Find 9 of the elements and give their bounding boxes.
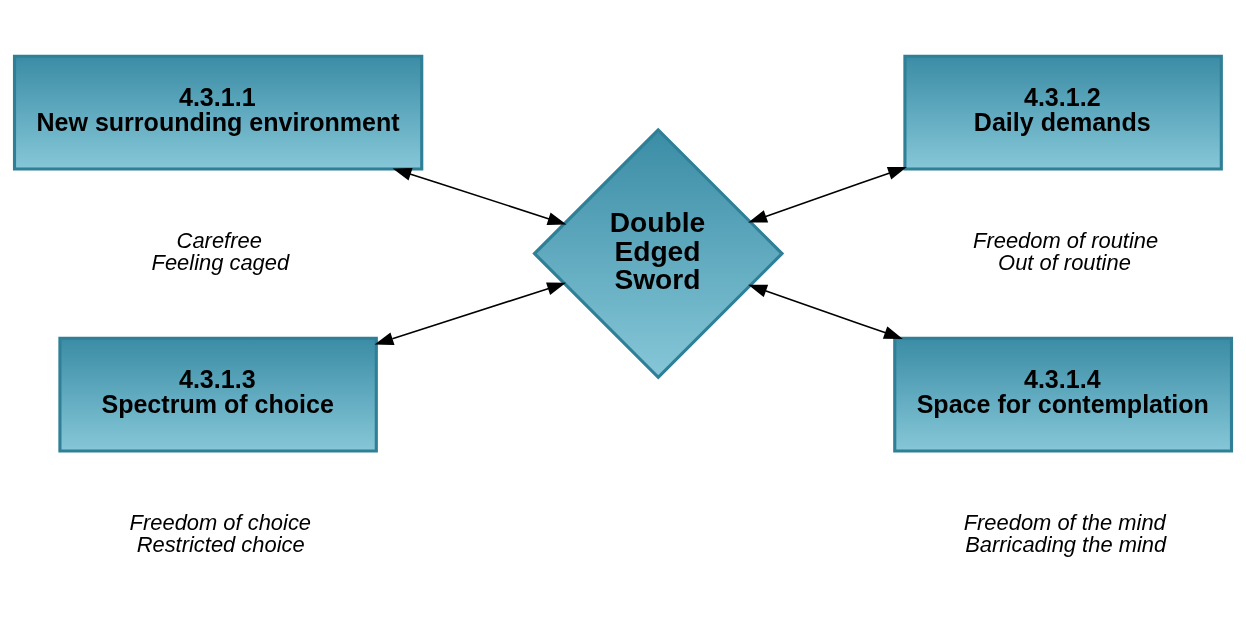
arrow xyxy=(748,284,903,339)
node-box: 4.3.1.4 Space for contemplation xyxy=(893,336,1234,453)
node-diamond: Double Edged Sword xyxy=(532,127,785,380)
arrow xyxy=(392,167,567,225)
node-box: 4.3.1.2 Daily demands xyxy=(903,54,1223,171)
node-box: 4.3.1.1 New surrounding environment xyxy=(12,54,424,171)
arrow xyxy=(748,166,907,223)
arrow xyxy=(374,281,566,345)
node-box: 4.3.1.3 Spectrum of choice xyxy=(58,336,378,453)
